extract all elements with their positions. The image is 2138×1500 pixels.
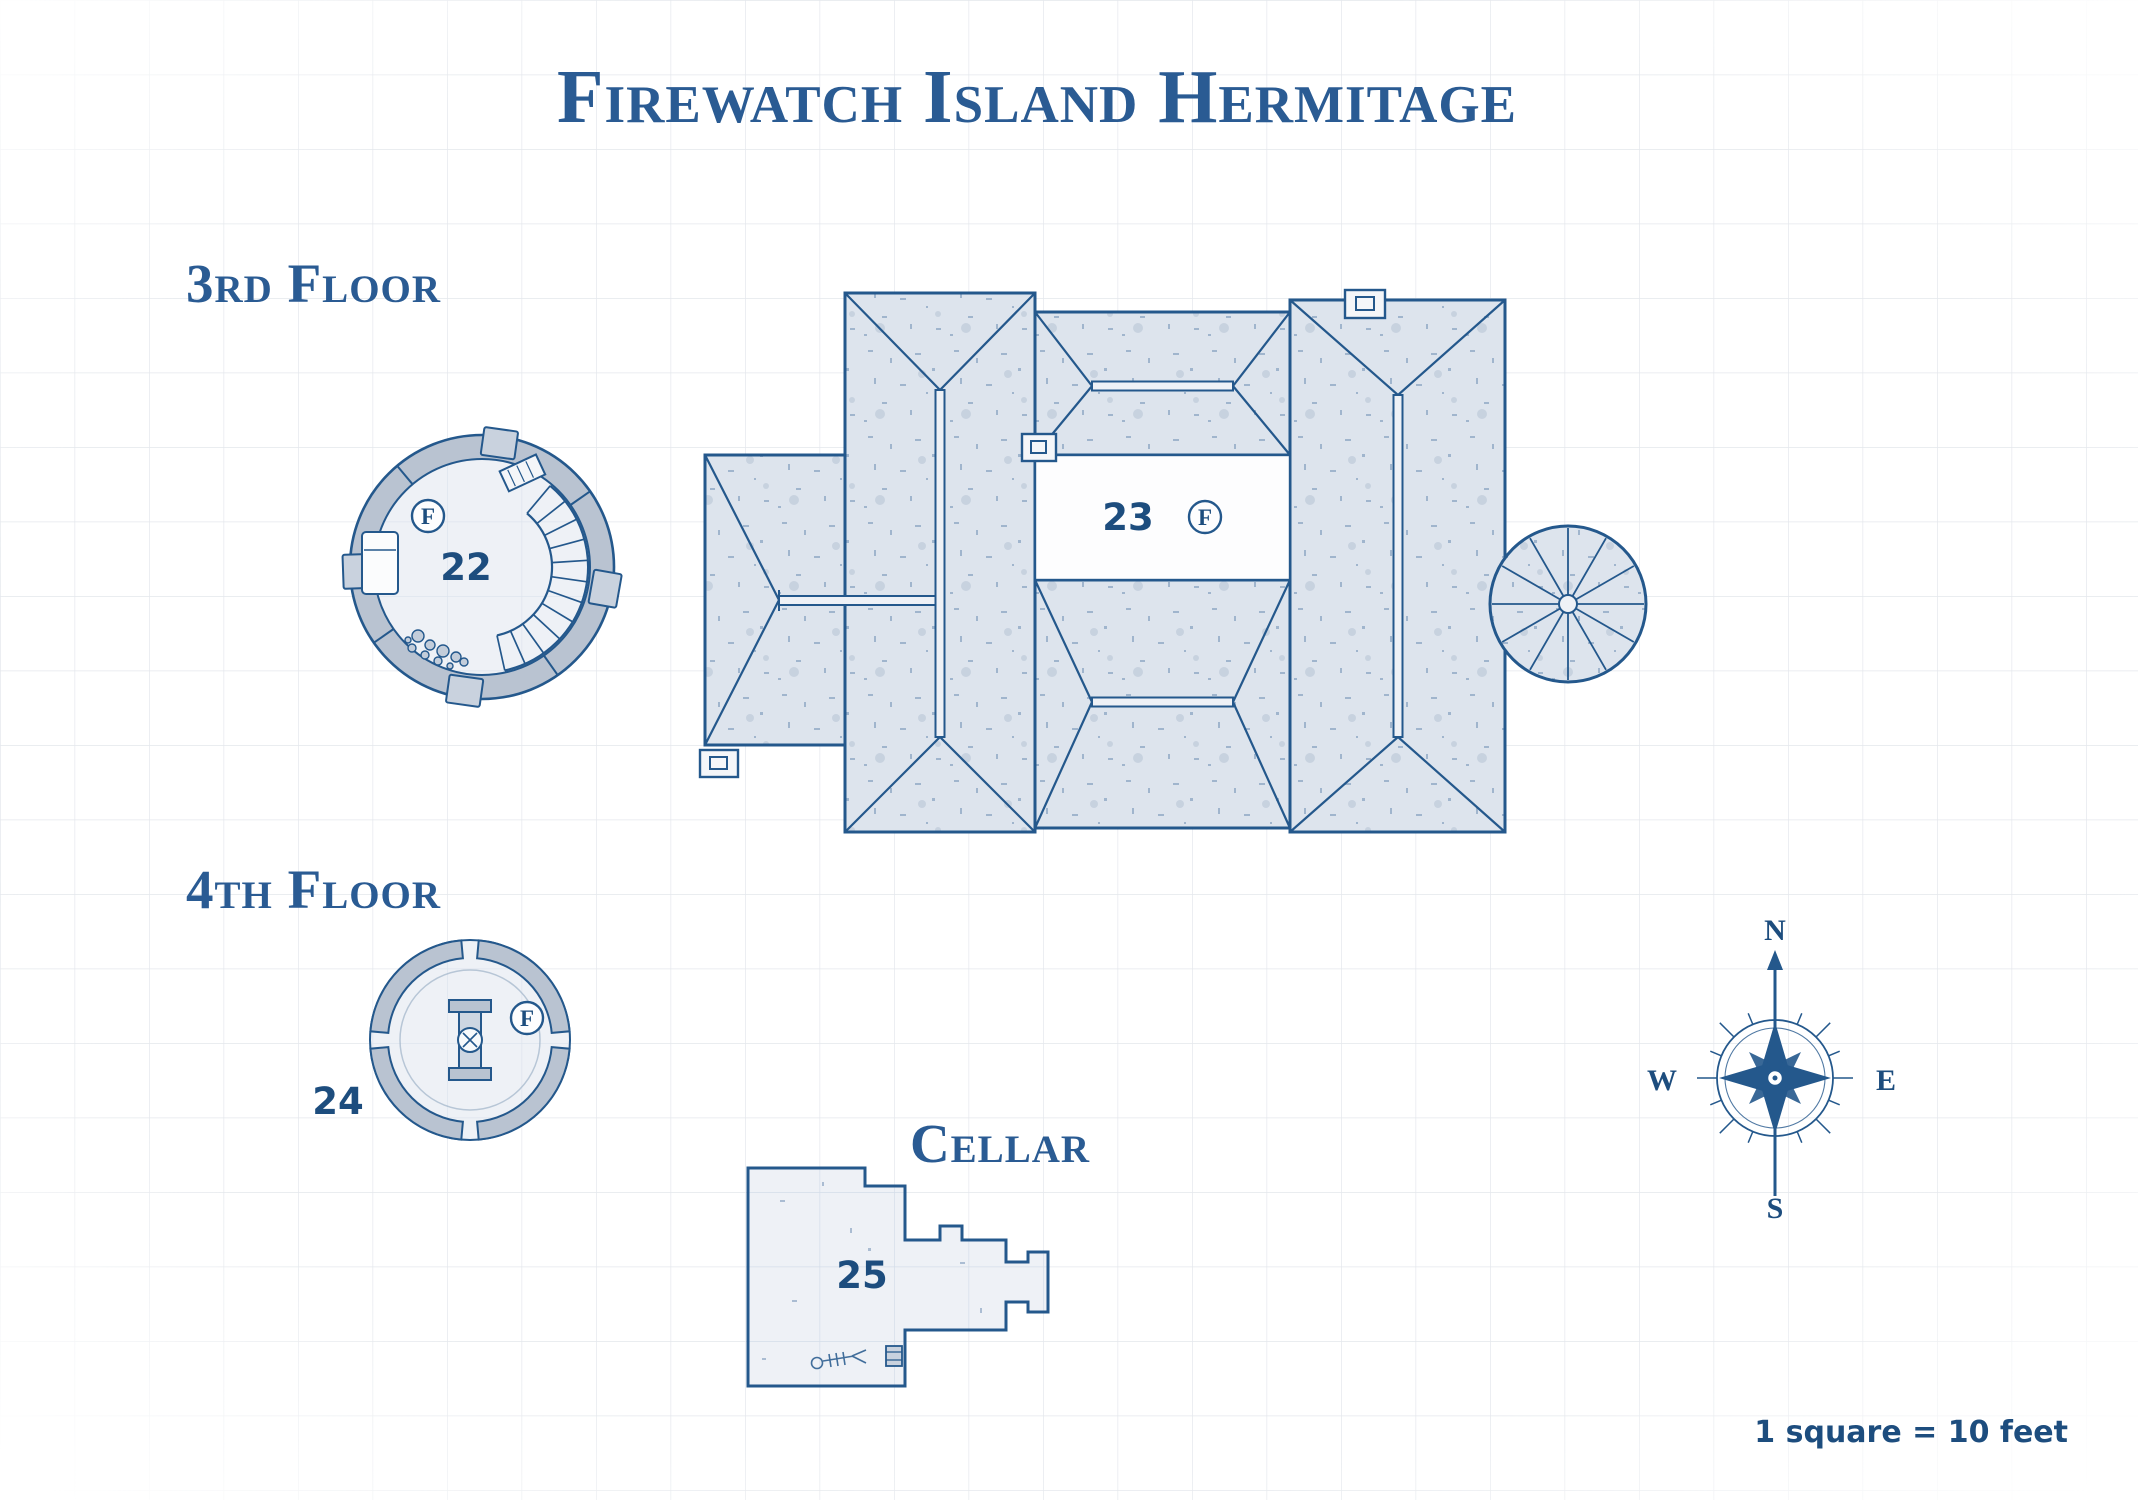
- rubble-pile: [404, 629, 469, 670]
- cellar-plan: Cellar 25: [746, 1113, 1090, 1388]
- compass-north-label: N: [1764, 914, 1786, 947]
- north-arrowhead: [1767, 950, 1783, 970]
- table: [498, 453, 547, 493]
- chimney-icon: [1343, 288, 1387, 320]
- cellar-outline: [746, 1166, 1050, 1388]
- compass-south-label: S: [1767, 1192, 1784, 1225]
- chimney-icon: [698, 748, 740, 779]
- spiral-staircase: [496, 484, 590, 672]
- wall-joints: [373, 465, 591, 676]
- cellar-label: Cellar: [910, 1113, 1090, 1174]
- tower-22: 22 F: [341, 426, 623, 708]
- bed: [361, 531, 399, 595]
- wall-blocks: [341, 426, 623, 708]
- room-number-25: 25: [836, 1254, 888, 1297]
- fire-marker-22: F: [410, 498, 446, 534]
- roof-ridges: [778, 380, 1404, 738]
- fourth-floor-label: 4th Floor: [186, 859, 441, 920]
- inner-wall-line: [399, 969, 541, 1111]
- skeleton-remains: [810, 1349, 867, 1370]
- fourth-floor-plan: 4th Floor 24 F: [186, 859, 571, 1141]
- parapet-segments: [369, 939, 571, 1141]
- svg-text:F: F: [421, 504, 435, 529]
- room-number-22: 22: [440, 546, 492, 589]
- cellar-debris: [762, 1182, 982, 1360]
- scale-note: 1 square = 10 feet: [1754, 1415, 2068, 1450]
- svg-text:F: F: [520, 1006, 534, 1031]
- crate: [885, 1345, 903, 1367]
- fire-marker-24: F: [509, 1000, 545, 1036]
- fire-marker-circle: [1187, 499, 1223, 535]
- third-floor-plan: 3rd Floor: [186, 253, 623, 708]
- courtyard-23: [1033, 453, 1292, 582]
- fire-marker-23: F: [1187, 499, 1223, 535]
- svg-text:F: F: [1198, 505, 1212, 530]
- compass-west-label: W: [1647, 1064, 1677, 1097]
- fire-marker-circle: [410, 498, 446, 534]
- roof-hip-lines: [704, 292, 1506, 833]
- room-number-23: 23: [1102, 496, 1154, 539]
- roof-spokes: [1492, 528, 1644, 680]
- chimney-icon: [1020, 432, 1058, 463]
- tower-24: 24 F: [312, 939, 571, 1141]
- roof-hub: [1558, 594, 1578, 614]
- roof-plan: 23 F: [698, 288, 1648, 834]
- round-tower-roof: [1488, 524, 1648, 684]
- room-number-24: 24: [312, 1080, 364, 1123]
- compass-star: [1719, 1022, 1831, 1134]
- fire-marker-circle: [509, 1000, 545, 1036]
- map-title: Firewatch Island Hermitage: [557, 55, 1517, 139]
- cellar-grid: [748, 1168, 1048, 1386]
- compass-rose: N E S W: [1647, 914, 1896, 1225]
- third-floor-label: 3rd Floor: [186, 253, 441, 314]
- compass-east-label: E: [1876, 1064, 1896, 1097]
- fire-beacon: [448, 999, 492, 1081]
